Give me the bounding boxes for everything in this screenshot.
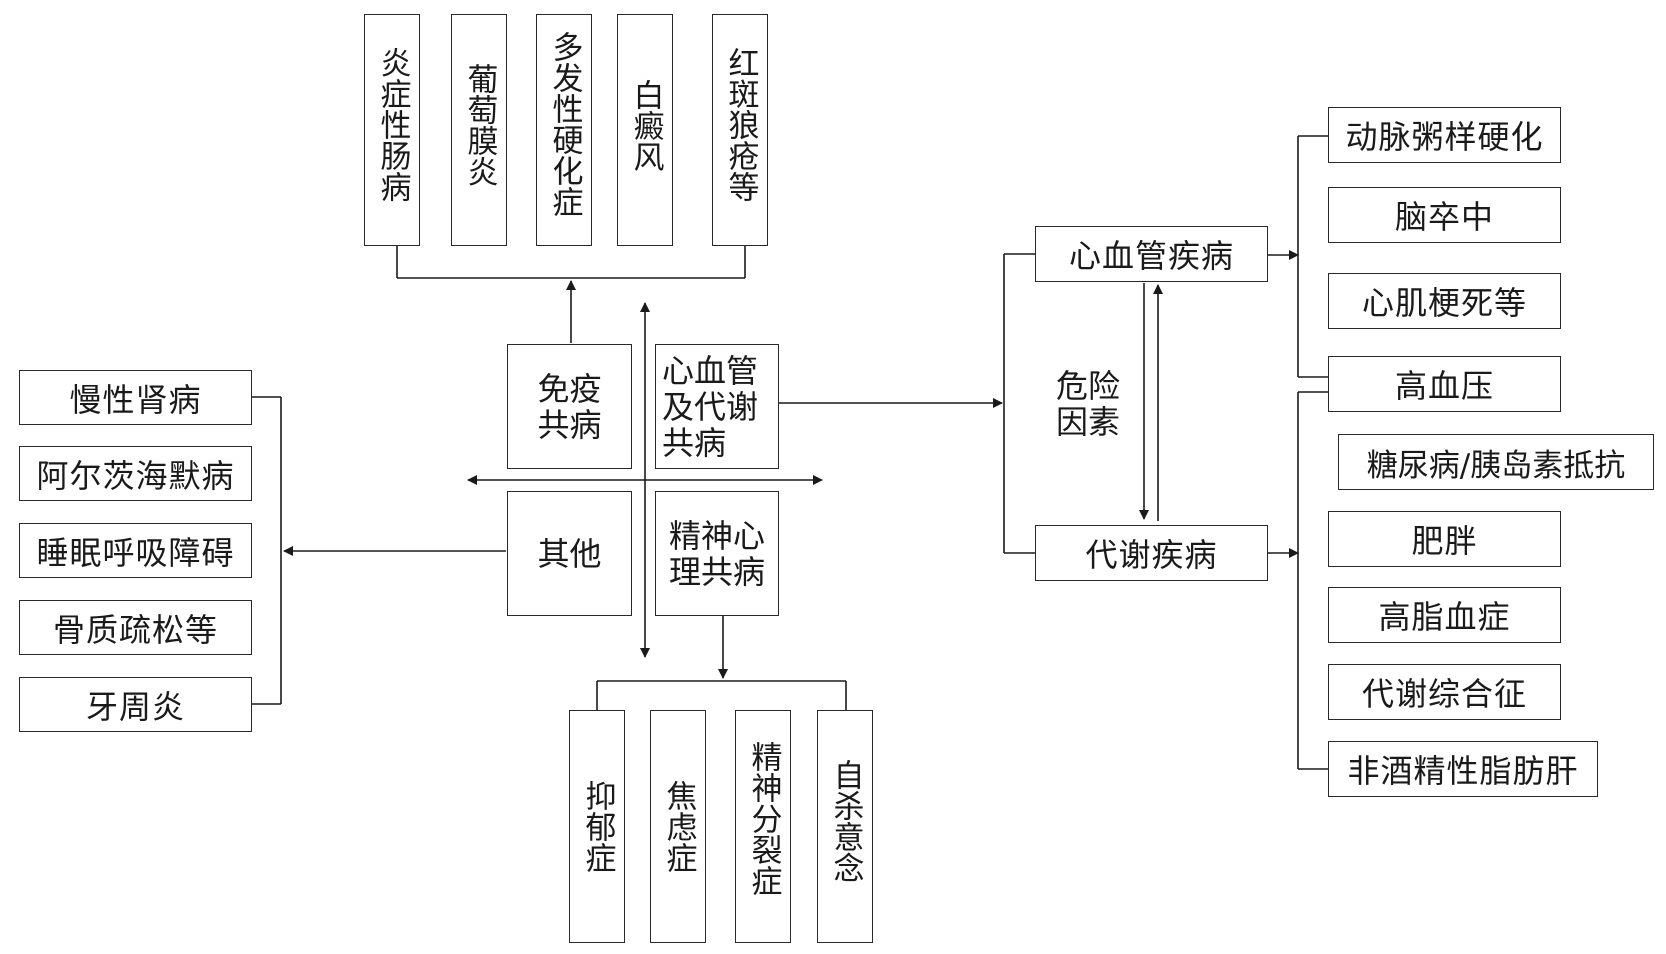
cardio-metabolic-line: 心血管 bbox=[662, 351, 759, 390]
immune-disease-text: 炎症性肠病 bbox=[374, 47, 411, 202]
mental-disease-box: 抑郁症 bbox=[569, 710, 625, 943]
immune-disease-box: 白癜风 bbox=[617, 14, 673, 246]
immune-disease-box: 红斑狼疮等 bbox=[712, 14, 768, 246]
mental-disease-text: 焦虑症 bbox=[660, 780, 697, 873]
mental-disease-box: 焦虑症 bbox=[650, 710, 706, 943]
mental-disease-text: 自杀意念 bbox=[827, 759, 864, 883]
risk-factor-line: 因素 bbox=[1056, 403, 1121, 441]
mental-disease-text: 精神分裂症 bbox=[745, 741, 782, 896]
mental-comorbidity-box: 精神心 理共病 bbox=[655, 491, 779, 616]
metabolic-item-text: 肥胖 bbox=[1411, 522, 1478, 560]
immune-disease-box: 炎症性肠病 bbox=[364, 14, 420, 246]
other-disease-text: 阿尔茨海默病 bbox=[36, 456, 235, 495]
cardio-metabolic-line: 共病 bbox=[662, 423, 727, 462]
cardiovascular-disease-label: 心血管疾病 bbox=[1068, 237, 1234, 275]
metabolic-item-box: 代谢综合征 bbox=[1328, 664, 1561, 720]
immune-disease-box: 葡萄膜炎 bbox=[451, 14, 507, 246]
cardiovascular-item-box: 心肌梗死等 bbox=[1328, 273, 1561, 329]
mental-line: 精神心 bbox=[668, 516, 765, 555]
immune-line: 免疫 bbox=[537, 369, 602, 408]
cardiovascular-item-box: 脑卒中 bbox=[1328, 187, 1561, 243]
cardiovascular-item-text: 动脉粥样硬化 bbox=[1345, 118, 1544, 156]
risk-factor-label: 危险 因素 bbox=[1056, 368, 1120, 440]
metabolic-item-text: 非酒精性脂肪肝 bbox=[1347, 752, 1579, 790]
immune-disease-text: 多发性硬化症 bbox=[546, 31, 583, 217]
metabolic-item-box: 肥胖 bbox=[1328, 511, 1561, 567]
other-disease-text: 慢性肾病 bbox=[69, 380, 202, 419]
cardiovascular-item-text: 脑卒中 bbox=[1394, 198, 1494, 236]
other-disease-box: 阿尔茨海默病 bbox=[19, 446, 252, 501]
metabolic-disease-label: 代谢疾病 bbox=[1085, 536, 1218, 574]
metabolic-item-text: 高脂血症 bbox=[1378, 598, 1511, 636]
cardiovascular-item-box: 动脉粥样硬化 bbox=[1328, 107, 1561, 163]
other-disease-box: 睡眠呼吸障碍 bbox=[19, 523, 252, 578]
immune-disease-text: 白癜风 bbox=[627, 79, 664, 172]
other-comorbidity-box: 其他 bbox=[507, 491, 632, 616]
immune-disease-box: 多发性硬化症 bbox=[536, 14, 592, 246]
immune-comorbidity-box: 免疫 共病 bbox=[507, 344, 632, 469]
other-disease-text: 睡眠呼吸障碍 bbox=[36, 533, 235, 572]
metabolic-item-box: 糖尿病/胰岛素抵抗 bbox=[1338, 434, 1654, 490]
mental-disease-box: 自杀意念 bbox=[817, 710, 873, 943]
risk-factor-line: 危险 bbox=[1056, 367, 1121, 405]
other-disease-text: 牙周炎 bbox=[85, 687, 185, 726]
mental-disease-text: 抑郁症 bbox=[579, 780, 616, 873]
other-label: 其他 bbox=[537, 534, 602, 573]
immune-line: 共病 bbox=[537, 405, 602, 444]
metabolic-item-box: 非酒精性脂肪肝 bbox=[1328, 741, 1598, 797]
cardiovascular-item-text: 心肌梗死等 bbox=[1361, 284, 1527, 322]
other-disease-box: 慢性肾病 bbox=[19, 370, 252, 425]
metabolic-item-text: 代谢综合征 bbox=[1361, 675, 1527, 713]
metabolic-disease-box: 代谢疾病 bbox=[1035, 525, 1268, 581]
hypertension-text: 高血压 bbox=[1394, 367, 1494, 405]
cardiovascular-disease-box: 心血管疾病 bbox=[1035, 226, 1268, 282]
immune-disease-text: 红斑狼疮等 bbox=[722, 47, 759, 202]
other-disease-box: 牙周炎 bbox=[19, 677, 252, 732]
metabolic-item-text: 糖尿病/胰岛素抵抗 bbox=[1366, 447, 1626, 484]
cardio-metabolic-comorbidity-box: 心血管 及代谢 共病 bbox=[655, 344, 779, 469]
mental-disease-box: 精神分裂症 bbox=[735, 710, 791, 943]
immune-disease-text: 葡萄膜炎 bbox=[461, 63, 498, 187]
shared-hypertension-box: 高血压 bbox=[1328, 356, 1561, 412]
mental-line: 理共病 bbox=[668, 552, 765, 591]
other-disease-box: 骨质疏松等 bbox=[19, 600, 252, 655]
other-disease-text: 骨质疏松等 bbox=[52, 610, 218, 649]
cardio-metabolic-line: 及代谢 bbox=[662, 387, 759, 426]
metabolic-item-box: 高脂血症 bbox=[1328, 587, 1561, 643]
